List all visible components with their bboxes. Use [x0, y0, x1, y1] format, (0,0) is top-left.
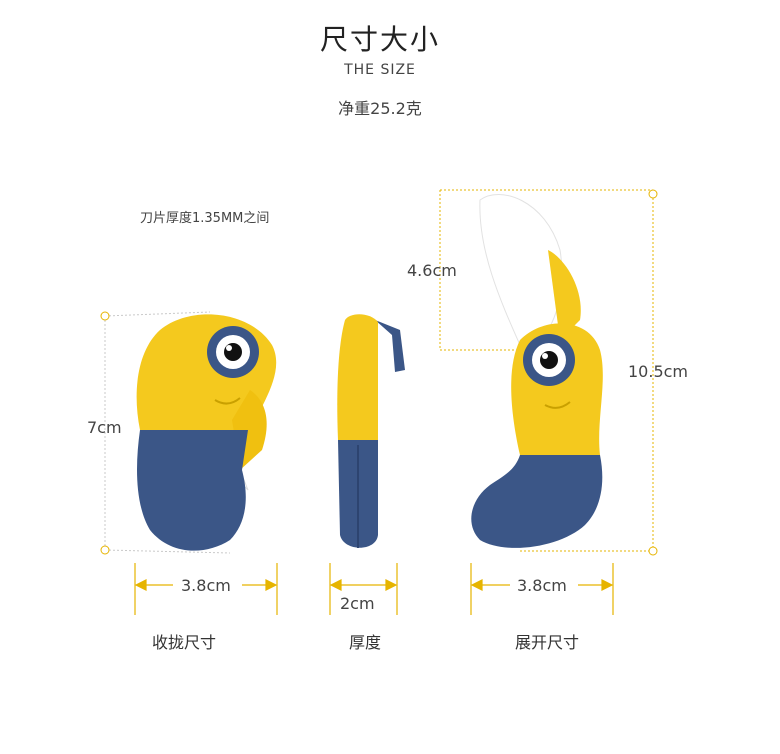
- open-guides: [439, 189, 654, 552]
- caption-thickness: 厚度: [349, 633, 382, 652]
- caption-open: 展开尺寸: [515, 633, 580, 652]
- open-knife: [471, 193, 603, 548]
- net-weight: 净重25.2克: [338, 99, 422, 118]
- width-arrows: [134, 563, 614, 615]
- thickness-label: 2cm: [340, 594, 375, 613]
- guide-dot: [100, 545, 110, 555]
- open-height-label: 10.5cm: [628, 362, 689, 381]
- guide-dot: [648, 546, 658, 556]
- side-knife: [337, 314, 405, 548]
- caption-folded: 收拢尺寸: [152, 633, 217, 652]
- open-width-label: 3.8cm: [517, 576, 567, 595]
- folded-guides: [104, 311, 231, 554]
- blade-length-label: 4.6cm: [407, 261, 457, 280]
- folded-height-label: 7cm: [87, 418, 122, 437]
- guide-dot: [100, 311, 110, 321]
- page-title: 尺寸大小: [319, 23, 440, 56]
- guide-dot: [648, 189, 658, 199]
- folded-knife: [136, 314, 277, 551]
- folded-width-label: 3.8cm: [181, 576, 231, 595]
- page-subtitle: THE SIZE: [344, 62, 416, 78]
- blade-thickness-note: 刀片厚度1.35MM之间: [140, 211, 270, 226]
